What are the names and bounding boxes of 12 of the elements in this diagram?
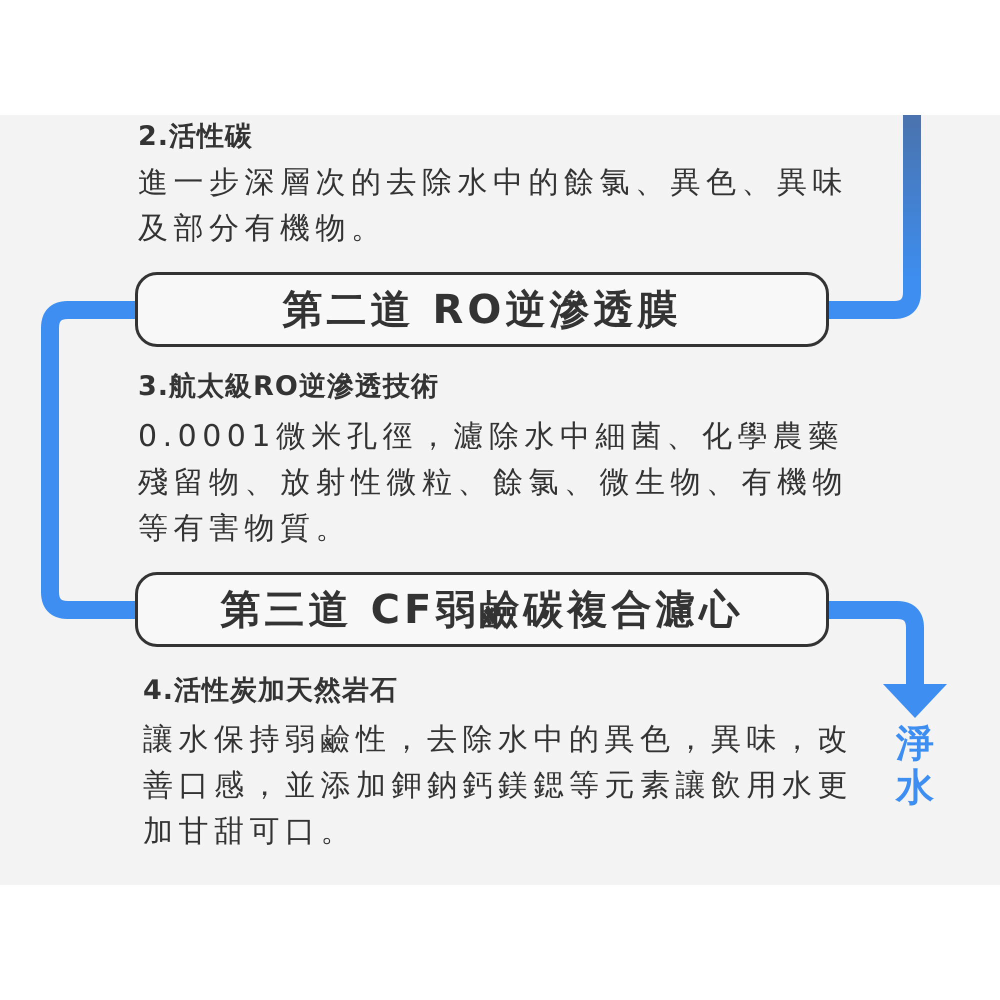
step-heading: 4.活性炭加天然岩石 — [143, 674, 398, 708]
filter-stage-box: 第二道 RO逆滲透膜 — [135, 272, 829, 347]
step-heading: 2.活性碳 — [138, 120, 254, 154]
pipe-arrow — [829, 601, 947, 718]
pipe-line — [41, 301, 135, 619]
step-description: 0.0001微米孔徑，濾除水中細菌、化學農藥殘留物、放射性微粒、餘氯、微生物、有機物等有害物質。 — [138, 418, 849, 548]
pipe-line — [829, 115, 921, 319]
output-label: 淨水 — [890, 722, 940, 814]
step-heading: 3.航太級RO逆滲透技術 — [138, 370, 439, 404]
step-description: 進一步深層次的去除水中的餘氯、異色、異味及部分有機物。 — [138, 164, 849, 248]
filter-stage-box: 第三道 CF弱鹼碳複合濾心 — [135, 572, 829, 647]
step-description: 讓水保持弱鹼性，去除水中的異色，異味，改善口感，並添加鉀鈉鈣鎂鍶等元素讓飲用水更加甘甜可口。 — [143, 721, 854, 851]
